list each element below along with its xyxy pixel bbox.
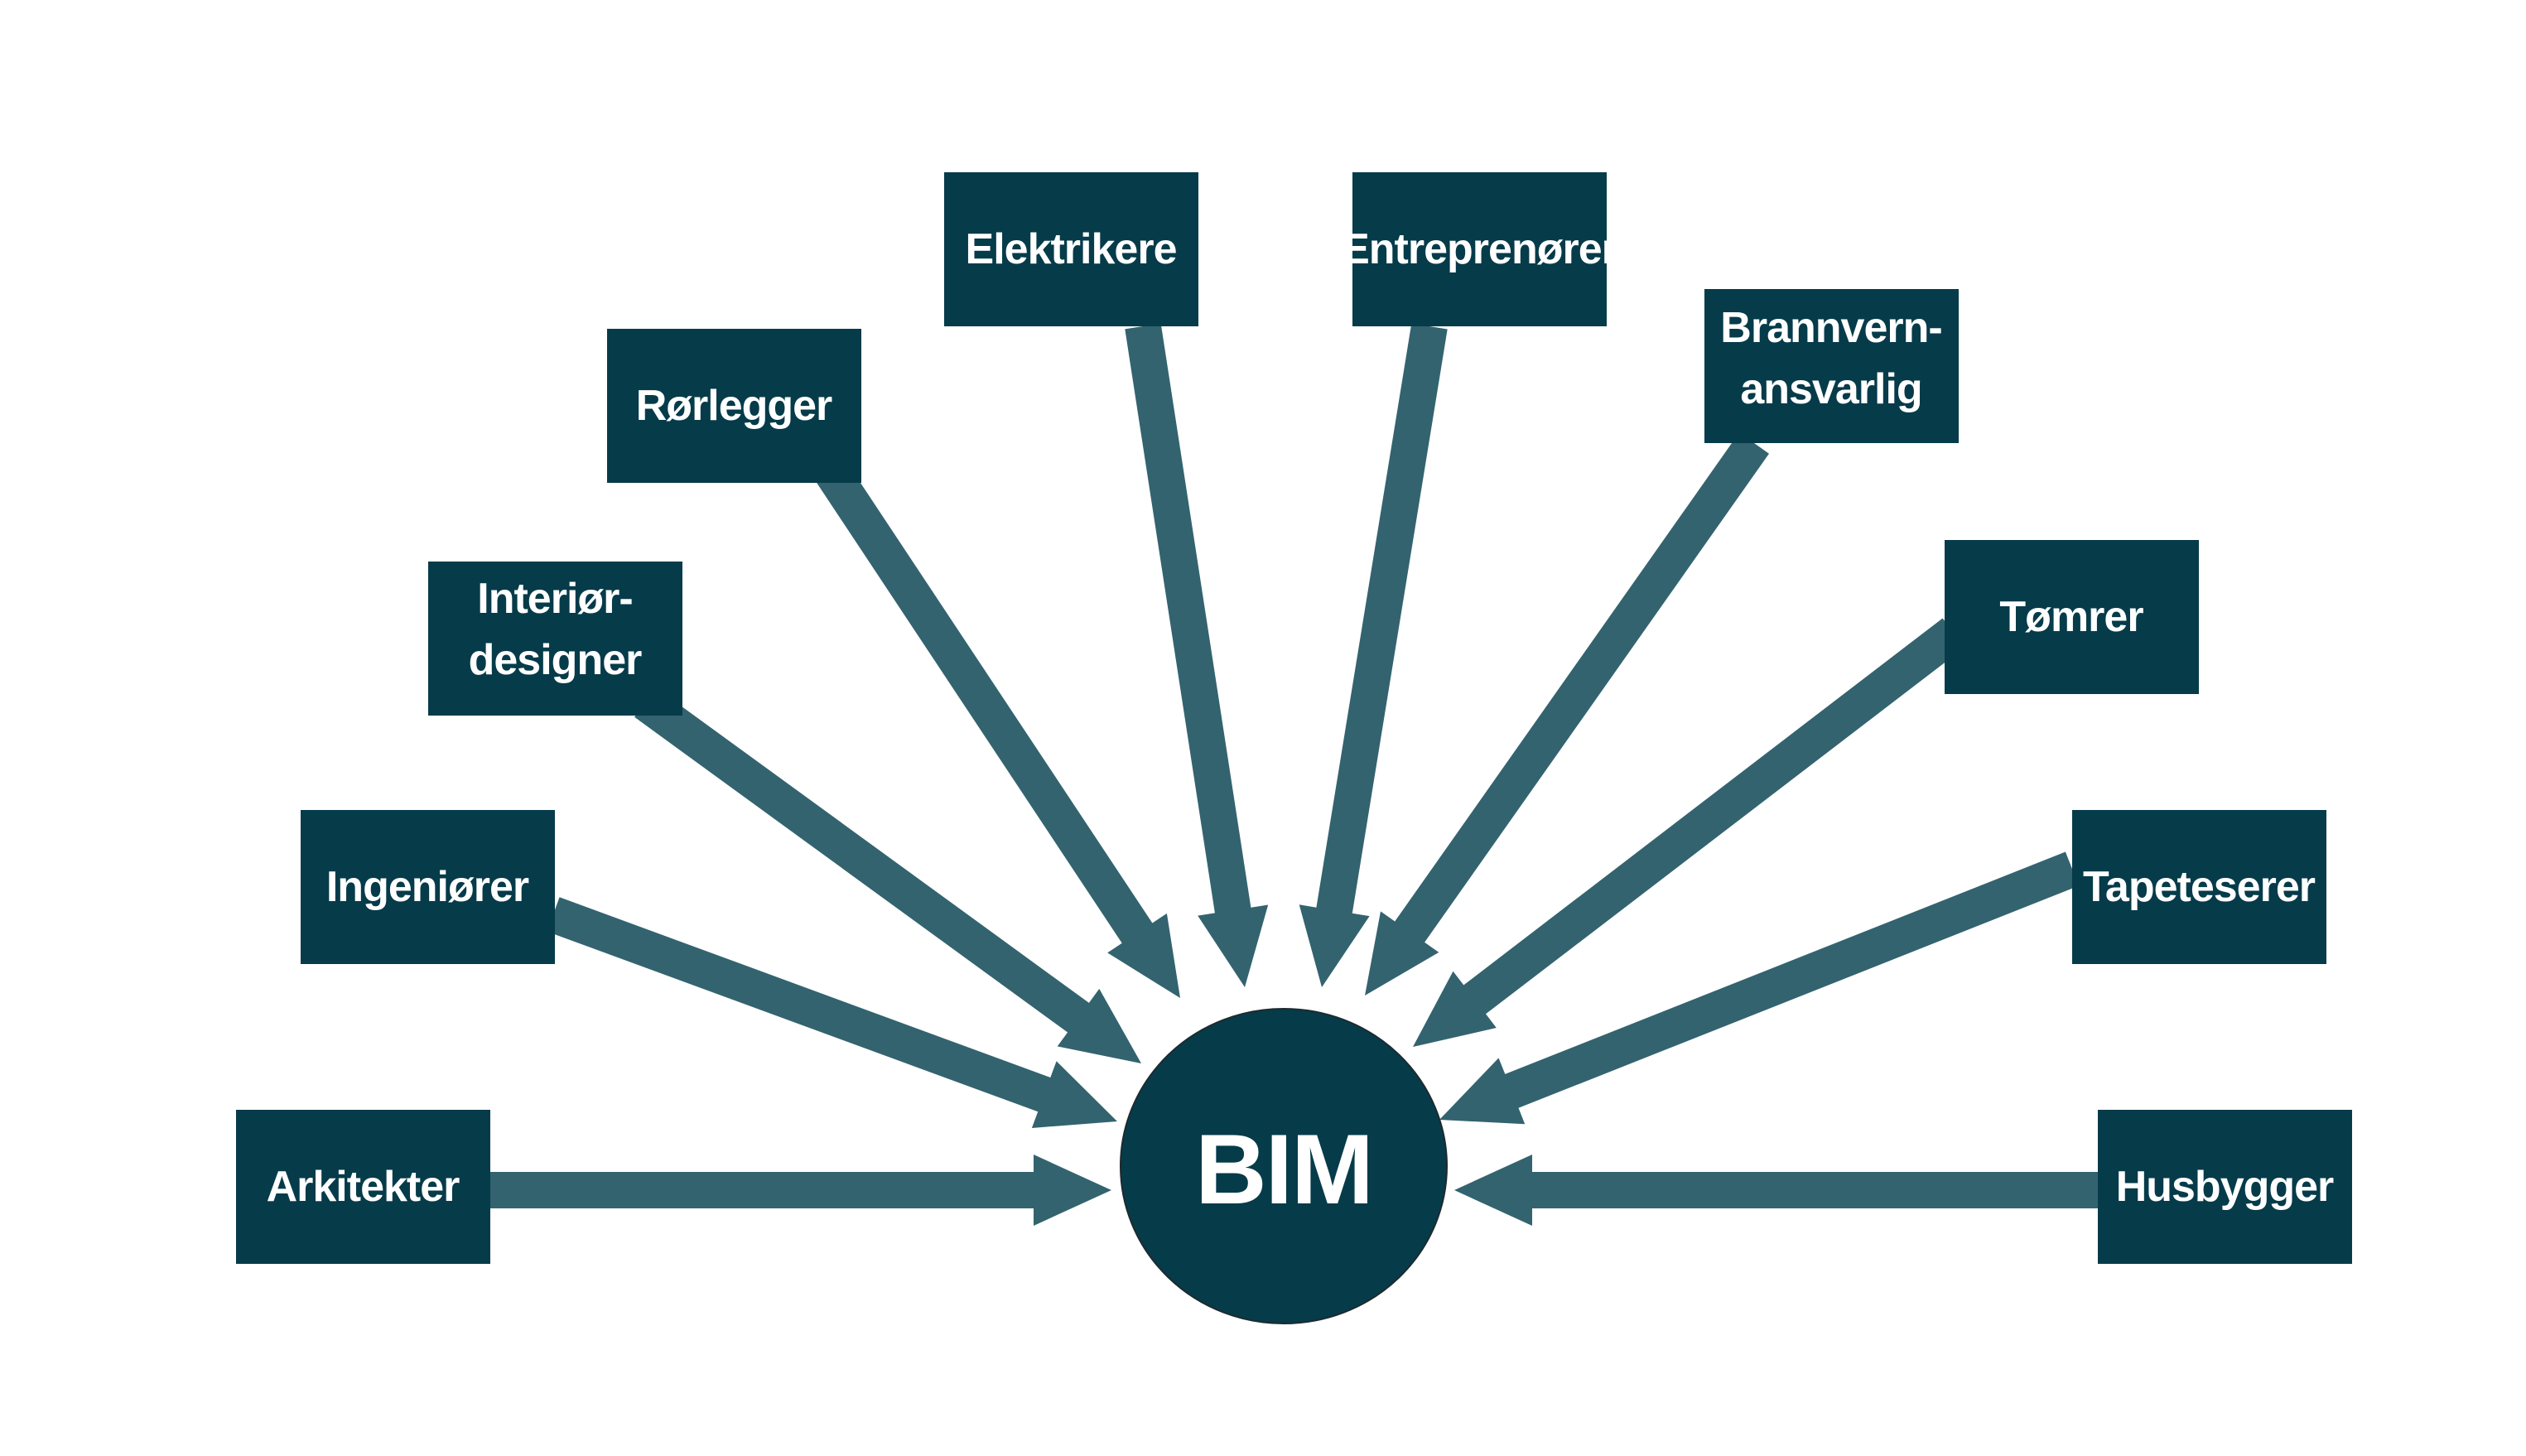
node-arkitekter: Arkitekter (236, 1110, 490, 1264)
node-label-tomrer: Tømrer (1999, 593, 2143, 641)
node-box-arkitekter (236, 1110, 490, 1264)
node-label-husbygger: Husbygger (2116, 1163, 2334, 1211)
arrow-tapeteserer-to-bim (1439, 851, 2080, 1125)
bim-hub-label: BIM (1195, 1114, 1372, 1225)
node-interiordesigner: Interiør- designer (428, 562, 682, 716)
node-box-husbygger (2098, 1110, 2352, 1264)
node-ingeniorer: Ingeniører (301, 810, 555, 964)
bim-hub-circle (1120, 1008, 1448, 1324)
node-box-tapeteserer (2072, 810, 2326, 964)
bim-hub: BIM (1120, 1008, 1448, 1324)
node-label-tapeteserer: Tapeteserer (2083, 863, 2316, 911)
arrow-rorlegger-to-bim (812, 456, 1180, 998)
node-label-brannvernansvarlig-line2: ansvarlig (1740, 365, 1921, 413)
node-box-ingeniorer (301, 810, 555, 964)
node-label-arkitekter: Arkitekter (267, 1163, 460, 1211)
arrow-elektrikere-to-bim (1125, 323, 1269, 988)
node-label-ingeniorer: Ingeniører (326, 863, 529, 911)
arrow-arkitekter-to-bim (490, 1155, 1111, 1226)
node-brannvernansvarlig: Brannvern- ansvarlig (1704, 289, 1959, 443)
arrow-brannvernansvarlig-to-bim (1365, 432, 1769, 996)
arrow-tomrer-to-bim (1413, 618, 1965, 1047)
node-box-elektrikere (944, 172, 1198, 326)
arrow-ingeniorer-to-bim (547, 897, 1117, 1128)
node-tomrer: Tømrer (1945, 540, 2199, 694)
node-label-entreprenorer: Entreprenører (1341, 225, 1618, 273)
node-label-interiordesigner-line2: designer (469, 636, 642, 684)
node-husbygger: Husbygger (2098, 1110, 2352, 1264)
node-box-brannvernansvarlig (1704, 289, 1959, 443)
arrow-husbygger-to-bim (1454, 1155, 2098, 1226)
node-tapeteserer: Tapeteserer (2072, 810, 2326, 964)
node-box-interiordesigner (428, 562, 682, 716)
node-box-rorlegger (607, 329, 861, 483)
node-elektrikere: Elektrikere (944, 172, 1198, 326)
node-label-rorlegger: Rørlegger (636, 382, 832, 430)
arrow-entreprenorer-to-bim (1299, 323, 1448, 987)
node-label-elektrikere: Elektrikere (966, 225, 1177, 273)
node-entreprenorer: Entreprenører (1341, 172, 1619, 326)
arrow-interiordesigner-to-bim (634, 687, 1141, 1063)
node-rorlegger: Rørlegger (607, 329, 861, 483)
node-box-tomrer (1945, 540, 2199, 694)
node-label-brannvernansvarlig-line1: Brannvern- (1720, 304, 1941, 352)
node-label-interiordesigner-line1: Interiør- (477, 575, 632, 623)
arrows-layer (490, 323, 2098, 1226)
node-box-entreprenorer (1352, 172, 1607, 326)
